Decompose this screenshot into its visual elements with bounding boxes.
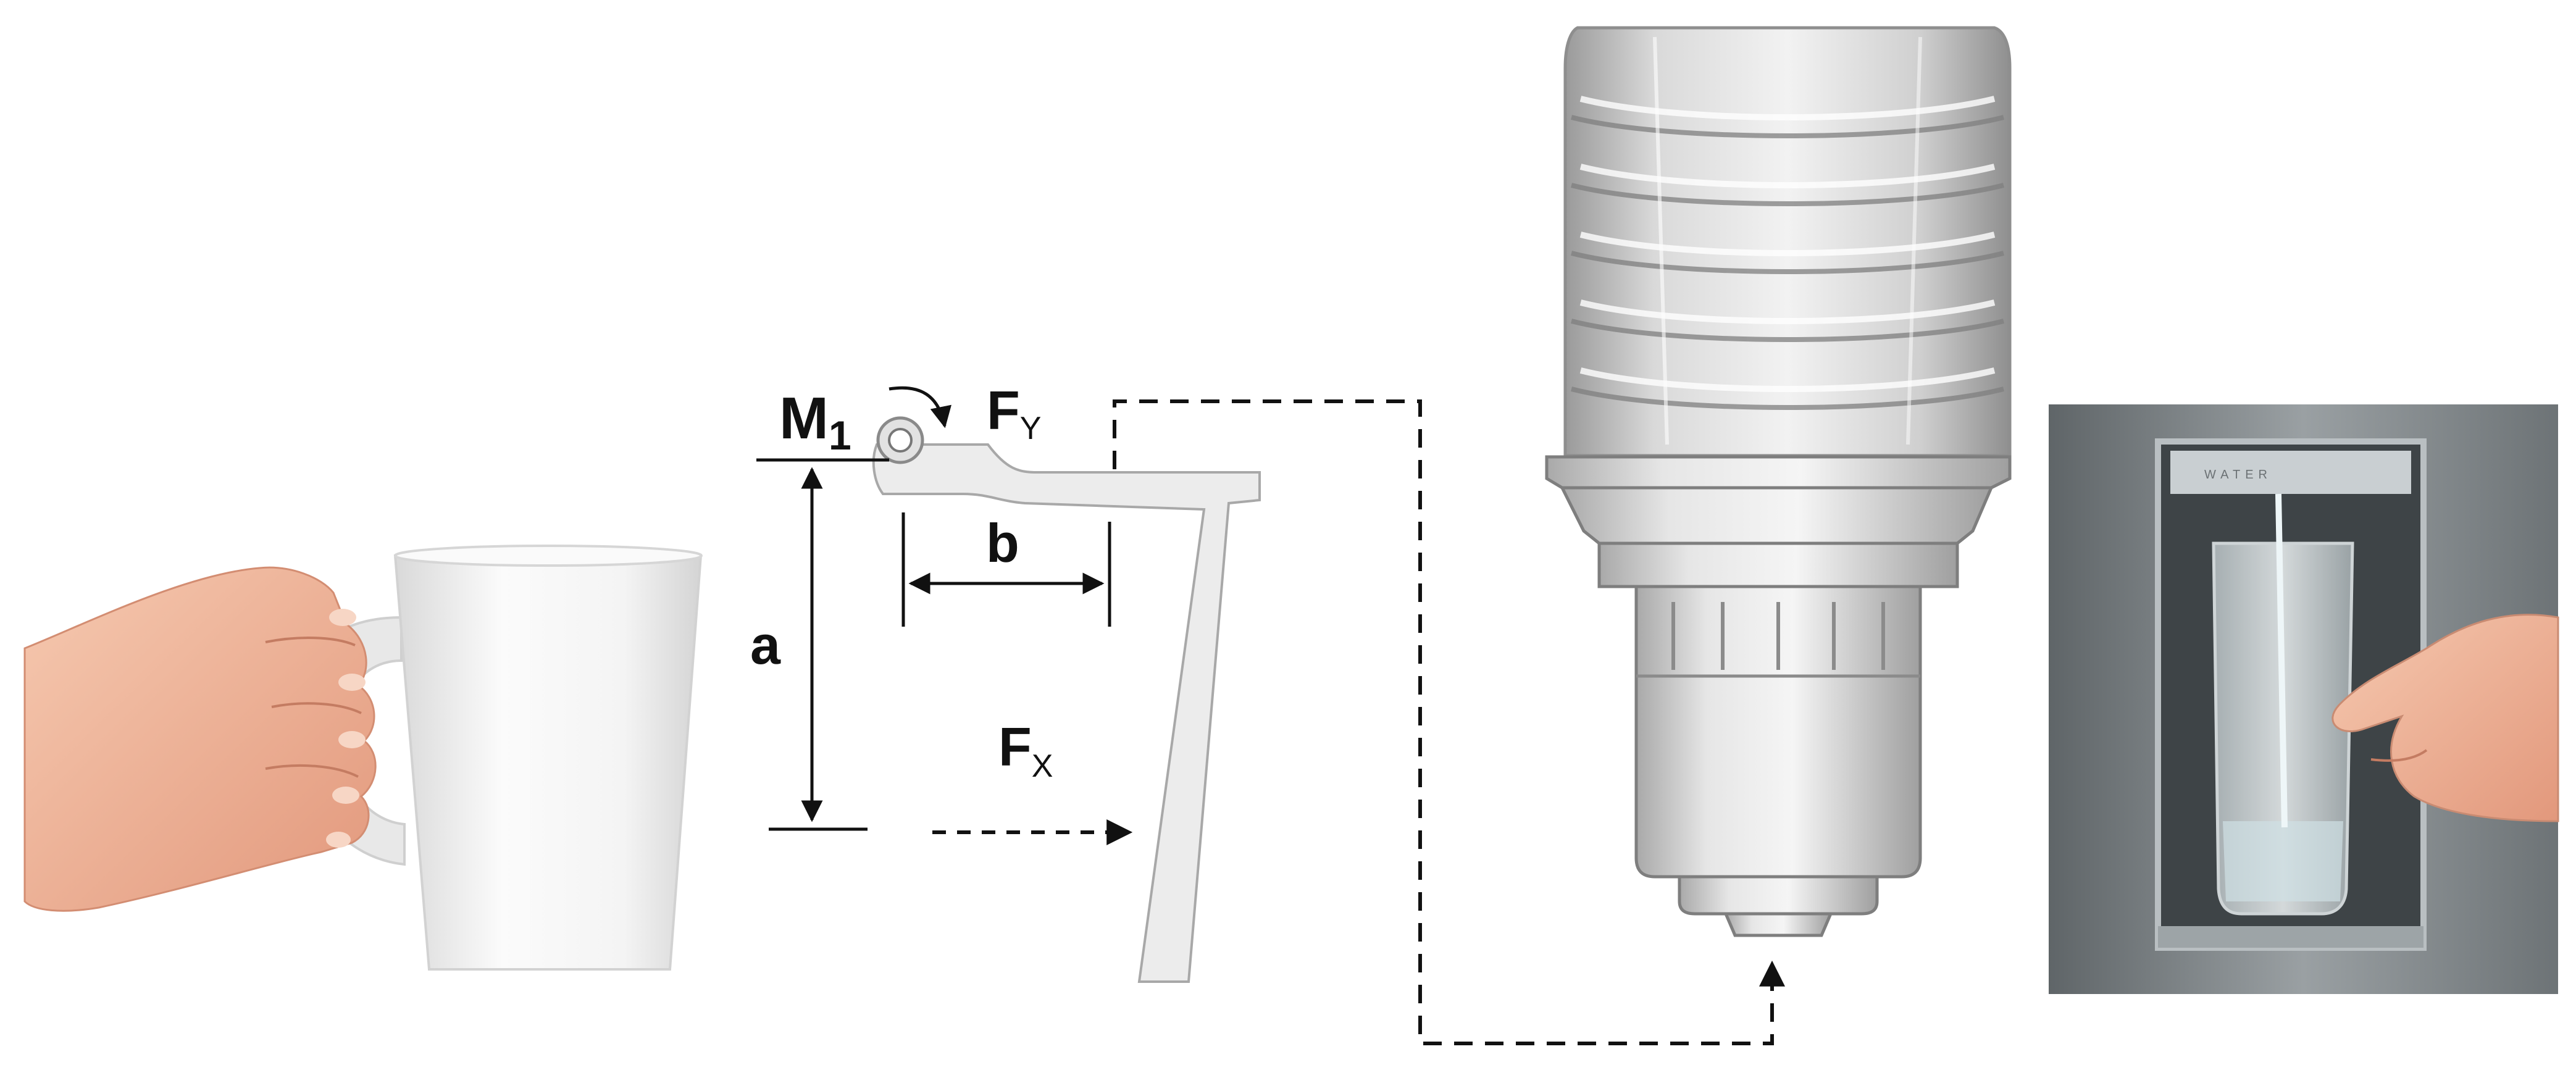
valve-nozzle bbox=[1678, 875, 1879, 916]
fridge-dispenser-photo: WATER bbox=[2049, 404, 2559, 994]
valve-grooves bbox=[1671, 602, 1885, 670]
svg-text:WATER: WATER bbox=[2204, 468, 2272, 482]
water-stream bbox=[2275, 493, 2288, 828]
dim-a-label: a bbox=[750, 614, 781, 675]
fridge-hand bbox=[2331, 614, 2559, 822]
lever-arm bbox=[872, 443, 1261, 983]
bottle-ribs bbox=[1571, 115, 2004, 410]
moment-arrow bbox=[889, 386, 951, 428]
cap-band bbox=[1597, 541, 1959, 588]
inverted-bottle bbox=[1545, 26, 2012, 937]
valve-tip bbox=[1723, 912, 1833, 937]
cap-upper bbox=[1559, 486, 1994, 545]
mug-rim bbox=[394, 545, 703, 567]
bottle-collar bbox=[1545, 455, 2012, 490]
force-x-label: FX bbox=[998, 716, 1053, 784]
hand bbox=[23, 566, 377, 912]
mug-body bbox=[393, 554, 703, 971]
force-y-label: FY bbox=[987, 380, 1041, 446]
mug-with-hand bbox=[23, 545, 703, 971]
valve-body bbox=[1634, 585, 1922, 879]
moment-label: M1 bbox=[779, 385, 851, 458]
lever-diagram: M1 FY b a FX bbox=[750, 380, 1261, 983]
dim-b-label: b bbox=[986, 512, 1019, 574]
connector-dashed-line bbox=[1113, 399, 1785, 1045]
